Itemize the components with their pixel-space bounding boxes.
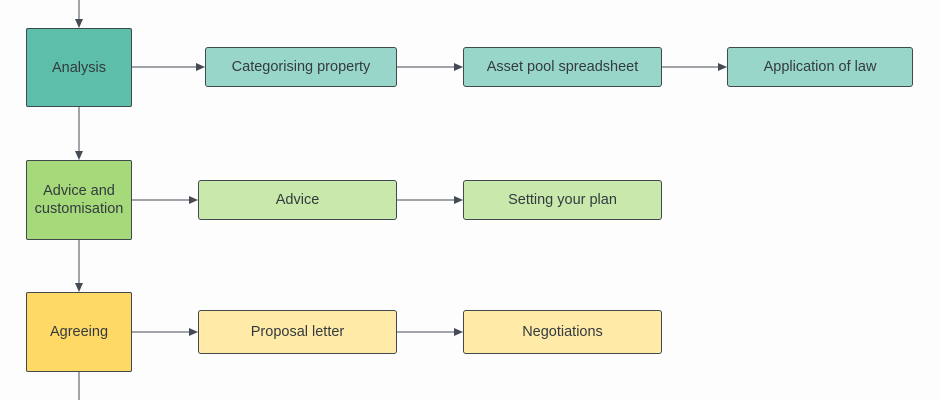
step-asset-pool-spreadsheet-box[interactable]: Asset pool spreadsheet: [463, 47, 662, 87]
step-advice-label: Advice: [275, 192, 320, 208]
step-application-of-law-box[interactable]: Application of law: [727, 47, 913, 87]
step-setting-your-plan-box[interactable]: Setting your plan: [463, 180, 662, 220]
stage-analysis-box[interactable]: Analysis: [26, 28, 132, 107]
stage-agreeing-box[interactable]: Agreeing: [26, 292, 132, 372]
stage-analysis-label: Analysis: [52, 59, 106, 76]
step-categorising-property-box[interactable]: Categorising property: [205, 47, 397, 87]
step-setting-your-plan-label: Setting your plan: [508, 192, 617, 208]
step-negotiations-box[interactable]: Negotiations: [463, 310, 662, 354]
stage-advice-and-customisation-box[interactable]: Advice and customisation: [26, 160, 132, 240]
step-negotiations-label: Negotiations: [522, 324, 603, 340]
stage-advice-and-customisation-label: Advice and customisation: [34, 183, 124, 217]
step-asset-pool-spreadsheet-label: Asset pool spreadsheet: [486, 59, 639, 75]
step-categorising-property-label: Categorising property: [231, 59, 371, 75]
step-proposal-letter-label: Proposal letter: [250, 324, 345, 340]
step-application-of-law-label: Application of law: [763, 59, 877, 75]
step-proposal-letter-box[interactable]: Proposal letter: [198, 310, 397, 354]
stage-agreeing-label: Agreeing: [49, 324, 109, 340]
step-advice-box[interactable]: Advice: [198, 180, 397, 220]
